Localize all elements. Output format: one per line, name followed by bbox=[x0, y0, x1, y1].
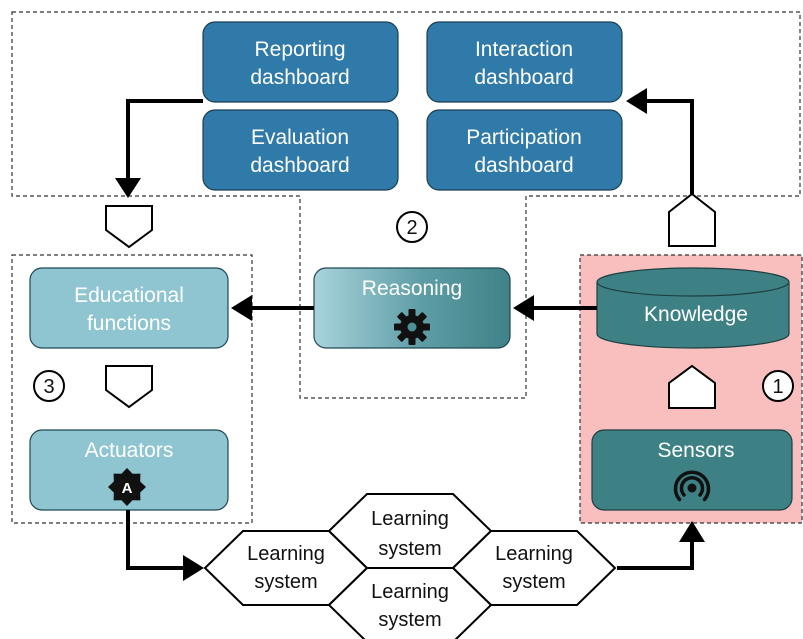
arrow-dashboard-to-functions bbox=[115, 99, 203, 198]
participation-dashboard-line2: dashboard bbox=[474, 154, 573, 177]
svg-text:Learning: Learning bbox=[247, 543, 325, 565]
svg-text:2: 2 bbox=[406, 217, 417, 239]
signal-icon bbox=[673, 470, 711, 502]
arrow-learning-to-sensors bbox=[617, 521, 705, 570]
svg-text:system: system bbox=[502, 571, 565, 593]
connector-down-functions bbox=[105, 365, 153, 409]
badge-a-icon: A bbox=[108, 468, 146, 506]
evaluation-dashboard-line2: dashboard bbox=[250, 154, 349, 177]
educational-functions-node: Educational functions bbox=[29, 267, 229, 349]
svg-text:system: system bbox=[254, 571, 317, 593]
svg-text:Learning: Learning bbox=[371, 508, 449, 530]
region-2-outline bbox=[11, 11, 801, 399]
evaluation-dashboard-line1: Evaluation bbox=[251, 126, 349, 149]
learning-system-top: Learning system bbox=[327, 493, 493, 569]
svg-text:Learning: Learning bbox=[495, 543, 573, 565]
participation-dashboard-line1: Participation bbox=[466, 126, 582, 149]
region-number-1: 1 bbox=[762, 370, 794, 402]
svg-text:system: system bbox=[378, 609, 441, 631]
svg-text:1: 1 bbox=[772, 376, 783, 398]
region-number-2: 2 bbox=[396, 211, 428, 243]
sensors-node: Sensors bbox=[591, 429, 793, 511]
interaction-dashboard: Interaction dashboard bbox=[426, 21, 623, 103]
arrow-knowledge-to-reasoning bbox=[513, 295, 597, 321]
actuators-label: Actuators bbox=[85, 439, 174, 462]
svg-text:system: system bbox=[378, 538, 441, 560]
svg-text:3: 3 bbox=[43, 376, 54, 398]
reporting-dashboard-line2: dashboard bbox=[250, 66, 349, 89]
interaction-dashboard-line2: dashboard bbox=[474, 66, 573, 89]
reasoning-label: Reasoning bbox=[362, 277, 462, 300]
connector-down-top-left bbox=[105, 205, 153, 249]
connector-up-sensors bbox=[668, 364, 716, 409]
learning-system-bottom: Learning system bbox=[327, 567, 493, 639]
learning-system-right: Learning system bbox=[451, 530, 617, 606]
evaluation-dashboard: Evaluation dashboard bbox=[202, 109, 399, 191]
arrow-reasoning-to-functions bbox=[231, 295, 314, 321]
actuators-node: Actuators A bbox=[29, 429, 229, 511]
reasoning-node: Reasoning bbox=[313, 267, 511, 349]
educational-functions-line2: functions bbox=[87, 312, 171, 335]
svg-text:Learning: Learning bbox=[371, 581, 449, 603]
knowledge-node: Knowledge bbox=[596, 267, 790, 349]
participation-dashboard: Participation dashboard bbox=[426, 109, 623, 191]
arrow-actuators-to-learning bbox=[126, 510, 204, 581]
connector-up-top-right bbox=[668, 192, 716, 247]
reporting-dashboard-line1: Reporting bbox=[254, 38, 345, 61]
interaction-dashboard-line1: Interaction bbox=[475, 38, 573, 61]
arrow-knowledge-to-dashboards bbox=[626, 88, 694, 194]
sensors-label: Sensors bbox=[657, 439, 734, 462]
reporting-dashboard: Reporting dashboard bbox=[202, 21, 399, 103]
region-number-3: 3 bbox=[33, 370, 65, 402]
svg-text:A: A bbox=[122, 480, 133, 497]
gear-icon bbox=[394, 309, 430, 345]
region-3-outline bbox=[11, 254, 253, 524]
learning-system-left: Learning system bbox=[203, 530, 369, 606]
knowledge-label: Knowledge bbox=[644, 303, 748, 326]
educational-functions-line1: Educational bbox=[74, 284, 184, 307]
